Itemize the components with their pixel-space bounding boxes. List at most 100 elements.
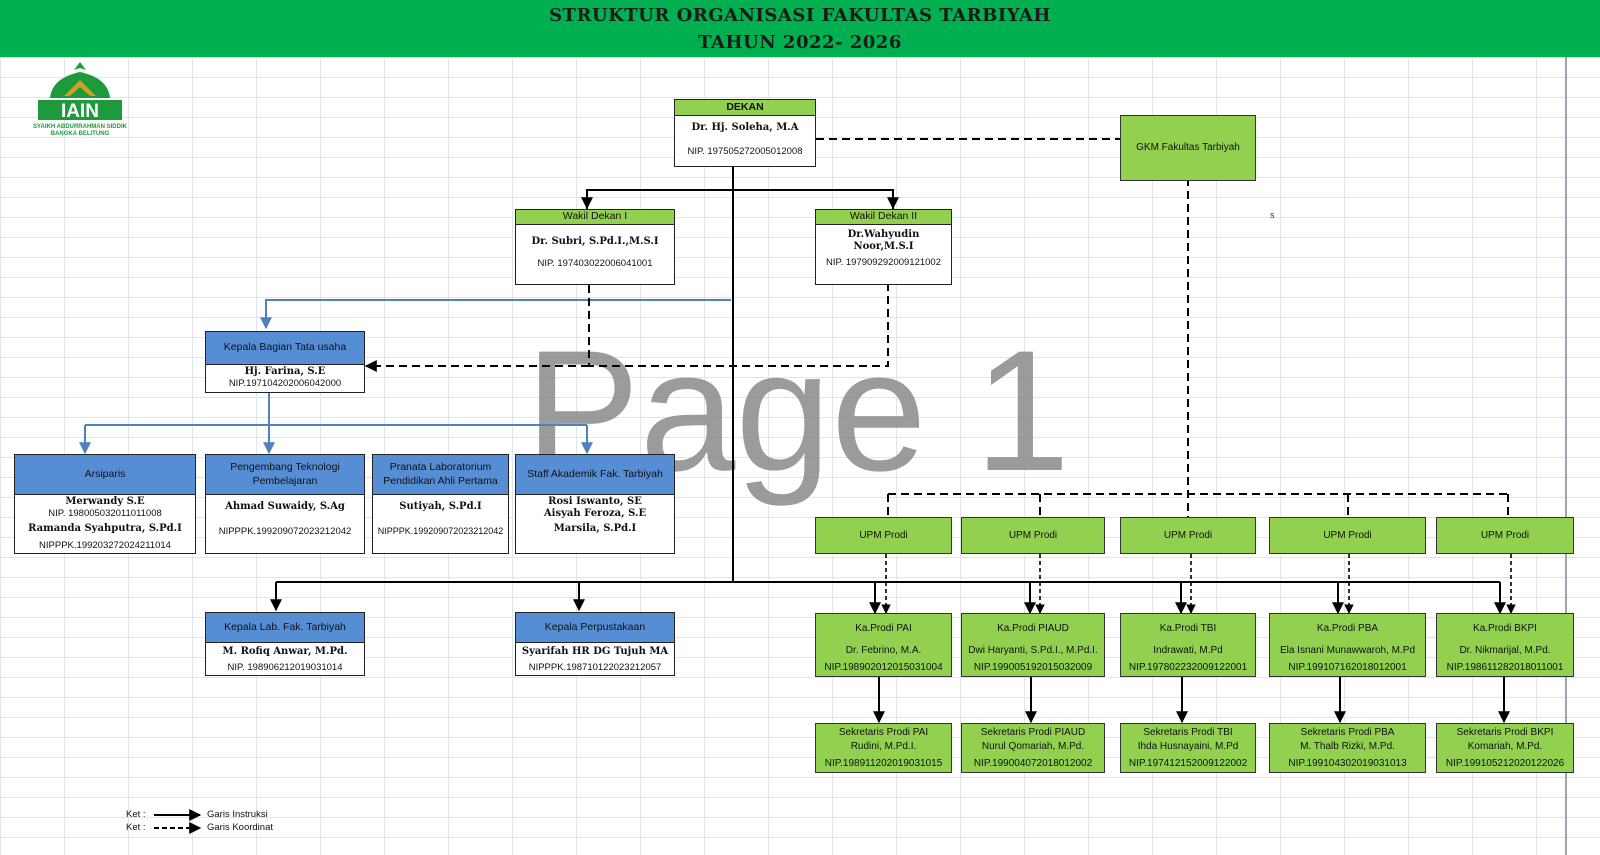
kaprodi-pai-box: Ka.Prodi PAI Dr. Febrino, M.A. NIP.19890… [815, 613, 952, 677]
kepala-lab-nip: NIP. 198906212019031014 [227, 661, 343, 673]
sekprodi-pai-title: Sekretaris Prodi PAI [838, 727, 929, 738]
arsiparis-title: Arsiparis [15, 455, 195, 495]
kaprodi-bkpi-name: Dr. Nikmarijal, M.Pd. [1459, 645, 1551, 656]
legend-ket-2: Ket : [126, 822, 146, 833]
stray-mark: s [1270, 210, 1275, 220]
kaprodi-bkpi-nip: NIP.198611282018011001 [1446, 662, 1564, 673]
kepala-perpustakaan-box: Kepala Perpustakaan Syarifah HR DG Tujuh… [515, 612, 675, 676]
wakil-dekan-2-box: Wakil Dekan II Dr.Wahyudin Noor,M.S.I NI… [815, 209, 952, 285]
wakil-dekan-1-box: Wakil Dekan I Dr. Subri, S.Pd.I.,M.S.I N… [515, 209, 675, 285]
page-title: STRUKTUR ORGANISASI FAKULTAS TARBIYAH [549, 5, 1051, 26]
sekprodi-piaud-box: Sekretaris Prodi PIAUD Nurul Qomariah, M… [961, 723, 1105, 773]
upm-prodi-bkpi: UPM Prodi [1436, 517, 1574, 554]
kaprodi-pba-title: Ka.Prodi PBA [1316, 623, 1379, 634]
arsiparis-box: Arsiparis Merwandy S.E NIP. 198005032011… [14, 454, 196, 554]
sekprodi-piaud-nip: NIP.199004072018012002 [973, 758, 1093, 769]
staff-name-1: Rosi Iswanto, SE [548, 496, 642, 507]
kabag-tu-name: Hj. Farina, S.E [244, 366, 326, 377]
kaprodi-tbi-nip: NIP.197802232009122001 [1128, 662, 1248, 673]
kabag-tu-box: Kepala Bagian Tata usaha Hj. Farina, S.E… [205, 331, 365, 393]
kepala-lab-box: Kepala Lab. Fak. Tarbiyah M. Rofiq Anwar… [205, 612, 365, 676]
sekprodi-bkpi-nip: NIP.199105212020122026 [1445, 758, 1565, 769]
logo-text: IAIN [61, 101, 99, 122]
sekprodi-tbi-nip: NIP.197412152009122002 [1128, 758, 1248, 769]
page-subtitle: TAHUN 2022- 2026 [698, 32, 902, 53]
wakil-dekan-2-name-1: Dr.Wahyudin [847, 229, 920, 240]
logo-caption-2: BANGKA BELITUNG [51, 131, 110, 137]
legend-solid-label: Garis Instruksi [207, 809, 268, 820]
kepala-lab-title: Kepala Lab. Fak. Tarbiyah [206, 613, 364, 643]
iain-logo: IAIN SYAIKH ABDURRAHMAN SIDDIK BANGKA BE… [30, 60, 130, 140]
staff-akademik-box: Staff Akademik Fak. Tarbiyah Rosi Iswant… [515, 454, 675, 554]
kaprodi-piaud-box: Ka.Prodi PIAUD Dwi Haryanti, S.Pd.I., M.… [961, 613, 1105, 677]
pranata-title: Pranata Laboratorium Pendidikan Ahli Per… [373, 455, 508, 495]
pranata-nip: NIPPPK.199209072023212042 [377, 525, 504, 536]
sekprodi-piaud-title: Sekretaris Prodi PIAUD [980, 727, 1086, 738]
sekprodi-tbi-box: Sekretaris Prodi TBI Ihda Husnayaini, M.… [1120, 723, 1256, 773]
kaprodi-pai-title: Ka.Prodi PAI [855, 623, 912, 634]
kabag-tu-title: Kepala Bagian Tata usaha [206, 332, 364, 365]
arsiparis-name-1: Merwandy S.E [65, 496, 145, 507]
dekan-title: DEKAN [675, 100, 815, 116]
upm-prodi-pai: UPM Prodi [815, 517, 952, 554]
kaprodi-bkpi-title: Ka.Prodi BKPI [1473, 623, 1537, 634]
arsiparis-nip-2: NIPPPK.199203272024211014 [39, 540, 171, 552]
kepala-perpustakaan-nip: NIPPPK.198710122023212057 [528, 661, 662, 673]
legend-ket-1: Ket : [126, 809, 146, 820]
pengembang-nip: NIPPPK.199209072023212042 [218, 525, 352, 537]
kaprodi-pba-nip: NIP.199107162018012001 [1288, 662, 1407, 673]
kaprodi-bkpi-box: Ka.Prodi BKPI Dr. Nikmarijal, M.Pd. NIP.… [1436, 613, 1574, 677]
kaprodi-pba-box: Ka.Prodi PBA Ela Isnani Munawwaroh, M.Pd… [1269, 613, 1426, 677]
wakil-dekan-2-name-2: Noor,M.S.I [853, 240, 914, 252]
sekprodi-pai-name: Rudini, M.Pd.I. [850, 741, 917, 752]
sekprodi-pba-title: Sekretaris Prodi PBA [1300, 727, 1395, 738]
page-edge [1565, 57, 1567, 855]
upm-prodi-tbi: UPM Prodi [1120, 517, 1256, 554]
kepala-lab-name: M. Rofiq Anwar, M.Pd. [222, 646, 348, 657]
kaprodi-tbi-title: Ka.Prodi TBI [1159, 623, 1217, 634]
pranata-box: Pranata Laboratorium Pendidikan Ahli Per… [372, 454, 509, 554]
sekprodi-pba-name: M. Thalb Rizki, M.Pd. [1300, 741, 1395, 752]
kaprodi-pai-nip: NIP.198902012015031004 [824, 662, 943, 673]
dekan-name: Dr. Hj. Soleha, M.A [691, 122, 799, 133]
sekprodi-pai-nip: NIP.198911202019031015 [824, 758, 943, 769]
staff-name-2: Aisyah Feroza, S.E [543, 507, 647, 519]
upm-prodi-piaud: UPM Prodi [961, 517, 1105, 554]
kaprodi-piaud-name: Dwi Haryanti, S.Pd.I., M.Pd.I. [968, 645, 1098, 656]
staff-name-3: Marsila, S.Pd.I [553, 523, 637, 534]
dekan-nip: NIP. 197505272005012008 [687, 145, 803, 157]
sekprodi-bkpi-name: Komariah, M.Pd. [1467, 741, 1543, 752]
pengembang-box: Pengembang Teknologi Pembelajaran Ahmad … [205, 454, 365, 554]
wakil-dekan-1-name: Dr. Subri, S.Pd.I.,M.S.I [531, 236, 659, 247]
dekan-box: DEKAN Dr. Hj. Soleha, M.A NIP. 197505272… [674, 99, 816, 167]
pranata-name: Sutiyah, S.Pd.I [399, 501, 482, 512]
pengembang-title: Pengembang Teknologi Pembelajaran [206, 455, 364, 495]
sekprodi-pba-box: Sekretaris Prodi PBA M. Thalb Rizki, M.P… [1269, 723, 1426, 773]
pengembang-name: Ahmad Suwaidy, S.Ag [225, 501, 345, 512]
pengembang-title-2: Pembelajaran [252, 474, 318, 487]
sekprodi-tbi-name: Ihda Husnayaini, M.Pd [1137, 741, 1239, 752]
legend-dashed-label: Garis Koordinat [207, 822, 274, 833]
arsiparis-name-2: Ramanda Syahputra, S.Pd.I [28, 522, 182, 534]
gkm-title: GKM Fakultas Tarbiyah [1136, 142, 1240, 153]
sekprodi-bkpi-box: Sekretaris Prodi BKPI Komariah, M.Pd. NI… [1436, 723, 1574, 773]
wakil-dekan-2-nip: NIP. 197909292009121002 [826, 257, 941, 268]
kaprodi-piaud-nip: NIP.199005192015032009 [973, 662, 1093, 673]
sekprodi-bkpi-title: Sekretaris Prodi BKPI [1456, 727, 1554, 738]
sekprodi-pba-nip: NIP.199104302019031013 [1288, 758, 1407, 769]
pengembang-title-1: Pengembang Teknologi [230, 461, 340, 474]
wakil-dekan-1-nip: NIP. 197403022006041001 [537, 257, 653, 269]
staff-akademik-title: Staff Akademik Fak. Tarbiyah [516, 455, 674, 495]
wakil-dekan-2-title: Wakil Dekan II [816, 210, 951, 225]
kepala-perpustakaan-name: Syarifah HR DG Tujuh MA [521, 646, 669, 657]
kaprodi-tbi-name: Indrawati, M.Pd [1153, 645, 1223, 656]
kaprodi-piaud-title: Ka.Prodi PIAUD [997, 623, 1069, 634]
kaprodi-tbi-box: Ka.Prodi TBI Indrawati, M.Pd NIP.1978022… [1120, 613, 1256, 677]
pranata-title-2: Pendidikan Ahli Pertama [383, 474, 498, 487]
sekprodi-pai-box: Sekretaris Prodi PAI Rudini, M.Pd.I. NIP… [815, 723, 952, 773]
kabag-tu-nip: NIP.197104202006042000 [228, 377, 342, 389]
gkm-box: GKM Fakultas Tarbiyah [1120, 115, 1256, 181]
kaprodi-pai-name: Dr. Febrino, M.A. [845, 645, 922, 656]
pranata-title-1: Pranata Laboratorium [389, 461, 492, 474]
